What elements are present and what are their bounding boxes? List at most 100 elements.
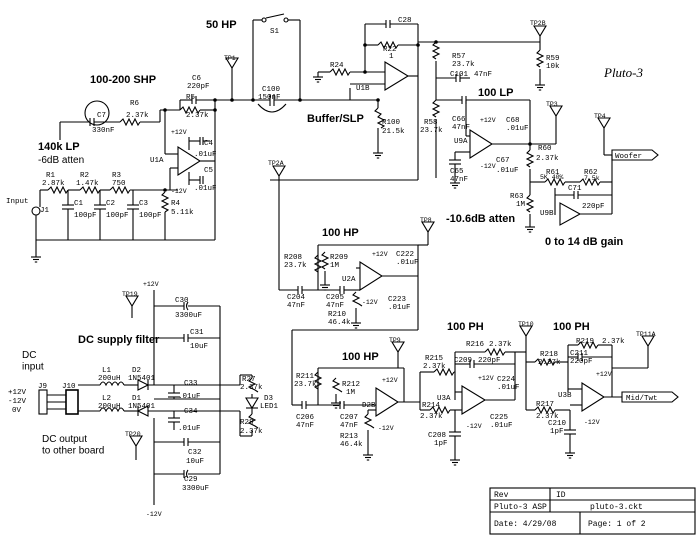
svg-text:2.37k: 2.37k xyxy=(536,413,559,421)
resistor-r60 xyxy=(525,149,535,168)
svg-text:-12V: -12V xyxy=(171,188,187,195)
connector-j10[interactable] xyxy=(65,389,79,415)
svg-text:200uH: 200uH xyxy=(98,403,121,411)
heading-shp: 100-200 SHP xyxy=(90,74,156,86)
svg-text:47nF: 47nF xyxy=(452,124,470,132)
resistor-r1 xyxy=(47,185,69,195)
svg-text:+12V: +12V xyxy=(143,281,159,288)
svg-text:R60: R60 xyxy=(538,145,552,153)
svg-text:TP10: TP10 xyxy=(518,321,534,328)
svg-text:C5: C5 xyxy=(204,167,214,175)
svg-text:C101: C101 xyxy=(450,71,469,79)
svg-text:46.4k: 46.4k xyxy=(340,441,363,449)
mid-twt-output-port[interactable] xyxy=(621,391,679,403)
svg-text:S1: S1 xyxy=(270,28,280,36)
svg-text:R209: R209 xyxy=(330,254,348,262)
svg-text:-12V: -12V xyxy=(146,511,162,518)
filename: pluto-3.ckt xyxy=(590,503,643,512)
svg-text:R100: R100 xyxy=(382,119,401,127)
svg-text:1M: 1M xyxy=(346,389,356,397)
svg-text:C204: C204 xyxy=(287,294,306,302)
heading-6db-atten: -6dB atten xyxy=(38,155,84,166)
svg-text:C100: C100 xyxy=(262,86,281,94)
svg-text:7.5k: 7.5k xyxy=(584,175,600,182)
svg-text:100pF: 100pF xyxy=(139,212,162,220)
svg-text:10k: 10k xyxy=(546,63,560,71)
dc-supply-filter: TP19 +12V C30 3300uF C31 10uF DC supply … xyxy=(8,281,279,518)
svg-text:C4: C4 xyxy=(204,140,214,148)
led-d3 xyxy=(245,397,259,410)
svg-text:R210: R210 xyxy=(328,311,347,319)
svg-text:R5: R5 xyxy=(186,94,196,102)
resistor-r211 xyxy=(313,371,323,390)
svg-text:1: 1 xyxy=(389,53,394,61)
buffer-stage: 50 HP TP1 S1 C100 150nF Buffer/SLP R100 … xyxy=(206,13,540,180)
svg-text:L2: L2 xyxy=(102,395,111,403)
inductor-l2 xyxy=(99,407,125,413)
svg-text:-12V: -12V xyxy=(466,423,482,430)
heading-50hp: 50 HP xyxy=(206,19,237,31)
svg-text:C66: C66 xyxy=(452,116,466,124)
svg-text:220pF: 220pF xyxy=(187,83,210,91)
resistor-r219 xyxy=(577,340,599,350)
svg-text:2.37k: 2.37k xyxy=(423,363,446,371)
svg-text:U3B: U3B xyxy=(558,392,572,400)
svg-text:1M: 1M xyxy=(516,201,526,209)
svg-text:TP4: TP4 xyxy=(594,113,606,120)
svg-text:23.7k: 23.7k xyxy=(294,381,317,389)
svg-text:47nF: 47nF xyxy=(340,422,358,430)
resistor-r27 xyxy=(247,377,259,393)
svg-text:TP2A: TP2A xyxy=(268,160,284,167)
resistor-r213 xyxy=(363,413,375,429)
svg-text:R1: R1 xyxy=(46,172,56,180)
svg-text:C32: C32 xyxy=(188,449,202,457)
svg-text:R217: R217 xyxy=(536,401,554,409)
svg-text:C210: C210 xyxy=(548,420,567,428)
title-block: Rev ID Pluto-3 ASP pluto-3.ckt Date: 4/2… xyxy=(489,487,696,535)
svg-text:TP19: TP19 xyxy=(122,291,138,298)
svg-text:TP9: TP9 xyxy=(389,337,401,344)
svg-text:47nF: 47nF xyxy=(450,176,468,184)
svg-text:21.5k: 21.5k xyxy=(382,128,405,136)
svg-text:.01uF: .01uF xyxy=(194,151,217,159)
resistor-r59 xyxy=(535,49,545,68)
svg-text:1N5401: 1N5401 xyxy=(128,375,156,383)
svg-text:.01uF: .01uF xyxy=(506,125,529,133)
svg-text:C1: C1 xyxy=(74,200,84,208)
opamp-d2b xyxy=(375,386,400,418)
svg-text:.01uF: .01uF xyxy=(194,185,217,193)
svg-text:R58: R58 xyxy=(424,119,438,127)
svg-text:C33: C33 xyxy=(184,380,198,388)
svg-text:TP11A: TP11A xyxy=(636,331,656,338)
svg-text:220pF: 220pF xyxy=(478,357,501,365)
svg-text:C3: C3 xyxy=(139,200,149,208)
resistor-r100 xyxy=(374,107,386,129)
svg-text:.01uF: .01uF xyxy=(396,259,419,267)
svg-text:U9B: U9B xyxy=(540,210,554,218)
svg-text:TP2B: TP2B xyxy=(530,20,546,27)
svg-text:-12V: -12V xyxy=(480,163,496,170)
svg-text:R208: R208 xyxy=(284,254,302,262)
svg-text:C65: C65 xyxy=(450,168,464,176)
input-lp-stage: Input J1 R1 2.87k R2 1.47k R3 750 C1 100… xyxy=(6,74,232,263)
potentiometer-r61[interactable] xyxy=(544,177,566,187)
connector-j9[interactable] xyxy=(38,389,48,415)
svg-text:2.37k: 2.37k xyxy=(240,428,263,436)
input-jack[interactable] xyxy=(31,206,41,216)
woofer-label: Woofer xyxy=(615,153,642,161)
svg-text:1pF: 1pF xyxy=(434,440,448,448)
resistor-r57 xyxy=(431,41,441,60)
svg-text:R3: R3 xyxy=(112,172,122,180)
date: Date: 4/29/08 xyxy=(494,520,557,529)
diode-d2 xyxy=(137,379,150,391)
svg-text:100pF: 100pF xyxy=(74,212,97,220)
woofer-output-port[interactable] xyxy=(611,149,659,161)
resistor-r216 xyxy=(484,347,506,357)
resistor-r212 xyxy=(331,377,343,393)
svg-text:ID: ID xyxy=(556,491,566,500)
j1-label: J1 xyxy=(40,207,50,215)
svg-text:TP8: TP8 xyxy=(420,217,432,224)
svg-text:R63: R63 xyxy=(510,193,524,201)
svg-text:2.37k: 2.37k xyxy=(489,341,512,349)
